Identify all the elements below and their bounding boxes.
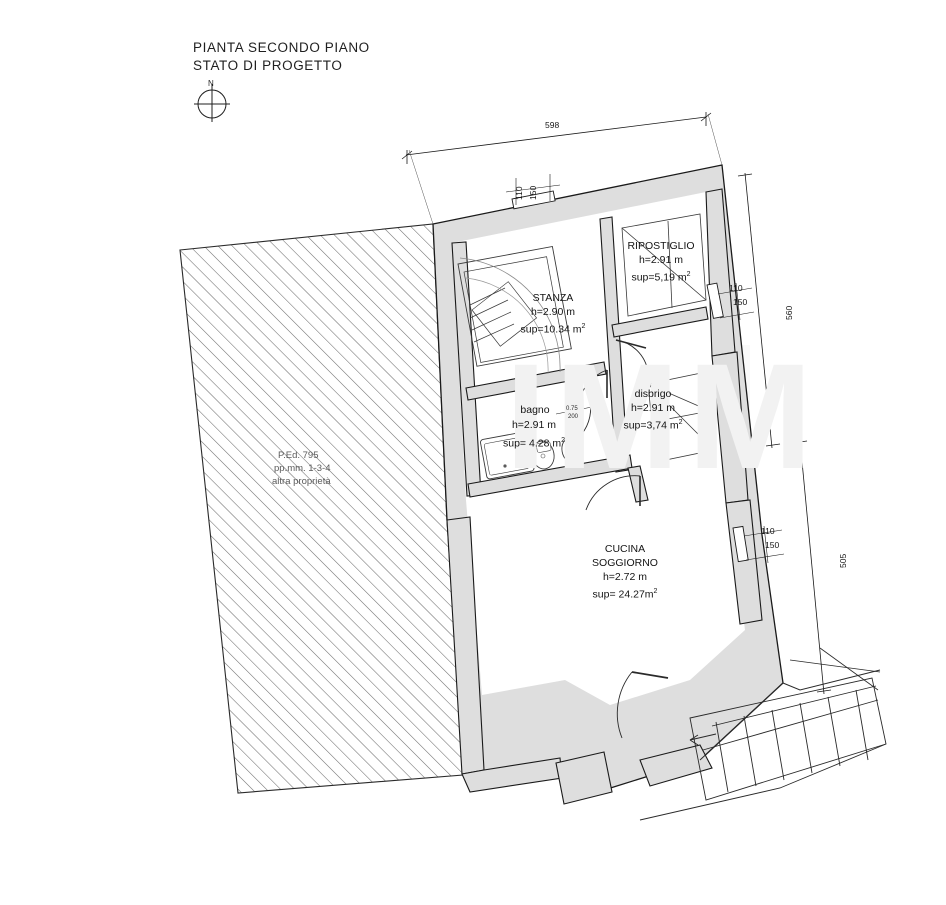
exterior-staircase bbox=[639, 647, 887, 821]
room-label-cucina-area: sup= 24.27m2 bbox=[564, 585, 686, 602]
dimension-window-top-width: 110 bbox=[514, 186, 524, 200]
dimension-right-upper: 560 bbox=[784, 305, 794, 320]
adjacent-property-hatch bbox=[179, 223, 464, 794]
dimension-window-right-upper-width: 110 bbox=[729, 283, 743, 293]
stanza-area-unit: 2 bbox=[581, 323, 586, 330]
dimension-door-internal-width: 0.75 bbox=[566, 406, 578, 412]
room-label-bagno-area: sup= 4.28 m2 bbox=[480, 434, 588, 451]
room-label-soggiorno-name: SOGGIORNO bbox=[592, 557, 658, 569]
disbrigo-area-unit: 2 bbox=[678, 419, 683, 426]
bagno-area-unit: 2 bbox=[561, 437, 565, 444]
room-label-ripostiglio-area: sup=5,19 m2 bbox=[610, 268, 712, 285]
disbrigo-closet-detail bbox=[647, 371, 715, 463]
room-label-cucina-height: h=2.72 m bbox=[602, 571, 648, 583]
ripostiglio-detail bbox=[621, 213, 707, 317]
stanza-area-value: sup=10.34 m bbox=[520, 323, 582, 336]
dimension-window-top-height: 150 bbox=[528, 185, 538, 200]
room-label-disbrigo-height: h=2.91 m bbox=[630, 402, 676, 414]
north-label: N bbox=[208, 79, 214, 88]
compass-rose bbox=[194, 84, 230, 122]
ripostiglio-area-value: sup=5,19 m bbox=[631, 271, 687, 284]
dimension-window-right-upper-height: 150 bbox=[733, 297, 748, 307]
plan-title-line1: PIANTA SECONDO PIANO bbox=[193, 40, 370, 55]
room-label-stanza-name: STANZA bbox=[532, 292, 574, 304]
watermark-text: IMM bbox=[505, 332, 821, 500]
entrance-landing bbox=[555, 751, 613, 805]
room-label-bagno-height: h=2.91 m bbox=[511, 419, 557, 431]
room-label-cucina-name: CUCINA bbox=[604, 543, 646, 555]
bathroom-fixtures bbox=[480, 431, 583, 480]
dimension-right-lower: 505 bbox=[838, 553, 848, 568]
dimension-door-internal-height: 200 bbox=[568, 414, 579, 420]
property-note-line3: altra proprietà bbox=[272, 476, 331, 487]
room-label-bagno-name: bagno bbox=[520, 404, 550, 416]
disbrigo-area-value: sup=3,74 m bbox=[623, 419, 679, 432]
room-label-disbrigo-area: sup=3,74 m2 bbox=[602, 416, 704, 433]
door-swings bbox=[577, 339, 669, 739]
dimension-top-overall: 598 bbox=[545, 120, 560, 130]
dimension-lines bbox=[401, 112, 832, 695]
room-label-ripostiglio-height: h=2.91 m bbox=[638, 254, 684, 266]
bagno-area-value: sup= 4.28 m bbox=[503, 437, 562, 450]
window-openings bbox=[511, 190, 749, 563]
plan-title-line2: STATO DI PROGETTO bbox=[193, 58, 343, 73]
dimension-window-right-lower-width: 110 bbox=[761, 526, 775, 536]
property-note-line2: pp.mm. 1-3-4 bbox=[274, 463, 331, 474]
dimension-window-right-lower-height: 150 bbox=[765, 540, 780, 550]
ripostiglio-area-unit: 2 bbox=[686, 271, 691, 278]
room-label-stanza-area: sup=10.34 m2 bbox=[500, 320, 606, 337]
cucina-area-value: sup= 24.27m bbox=[592, 588, 654, 601]
room-label-disbrigo-name: disbrigo bbox=[634, 388, 672, 400]
room-label-stanza-height: h=2.90 m bbox=[530, 306, 576, 318]
bed-furniture bbox=[457, 245, 572, 375]
property-note-line1: P.Ed. 795 bbox=[278, 450, 319, 461]
interior-partitions bbox=[451, 216, 709, 503]
cucina-area-unit: 2 bbox=[653, 588, 658, 595]
room-label-ripostiglio-name: RIPOSTIGLIO bbox=[627, 240, 695, 252]
